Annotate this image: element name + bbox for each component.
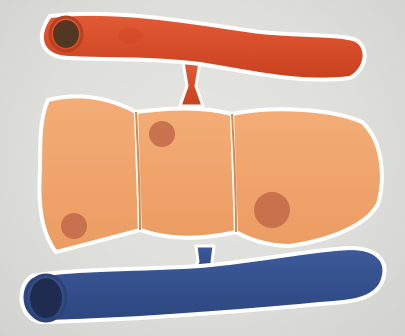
- nucleus-right: [254, 192, 290, 228]
- artery: [42, 14, 365, 80]
- artery-branch: [180, 62, 203, 106]
- nucleus-middle: [149, 121, 175, 147]
- artery-lumen: [53, 20, 79, 48]
- vein-lumen: [30, 278, 62, 318]
- cell-right: [232, 109, 382, 246]
- nucleus-left: [61, 213, 87, 239]
- artery-shading: [118, 28, 142, 44]
- cell-left: [39, 96, 140, 252]
- cell-cluster: [39, 96, 382, 252]
